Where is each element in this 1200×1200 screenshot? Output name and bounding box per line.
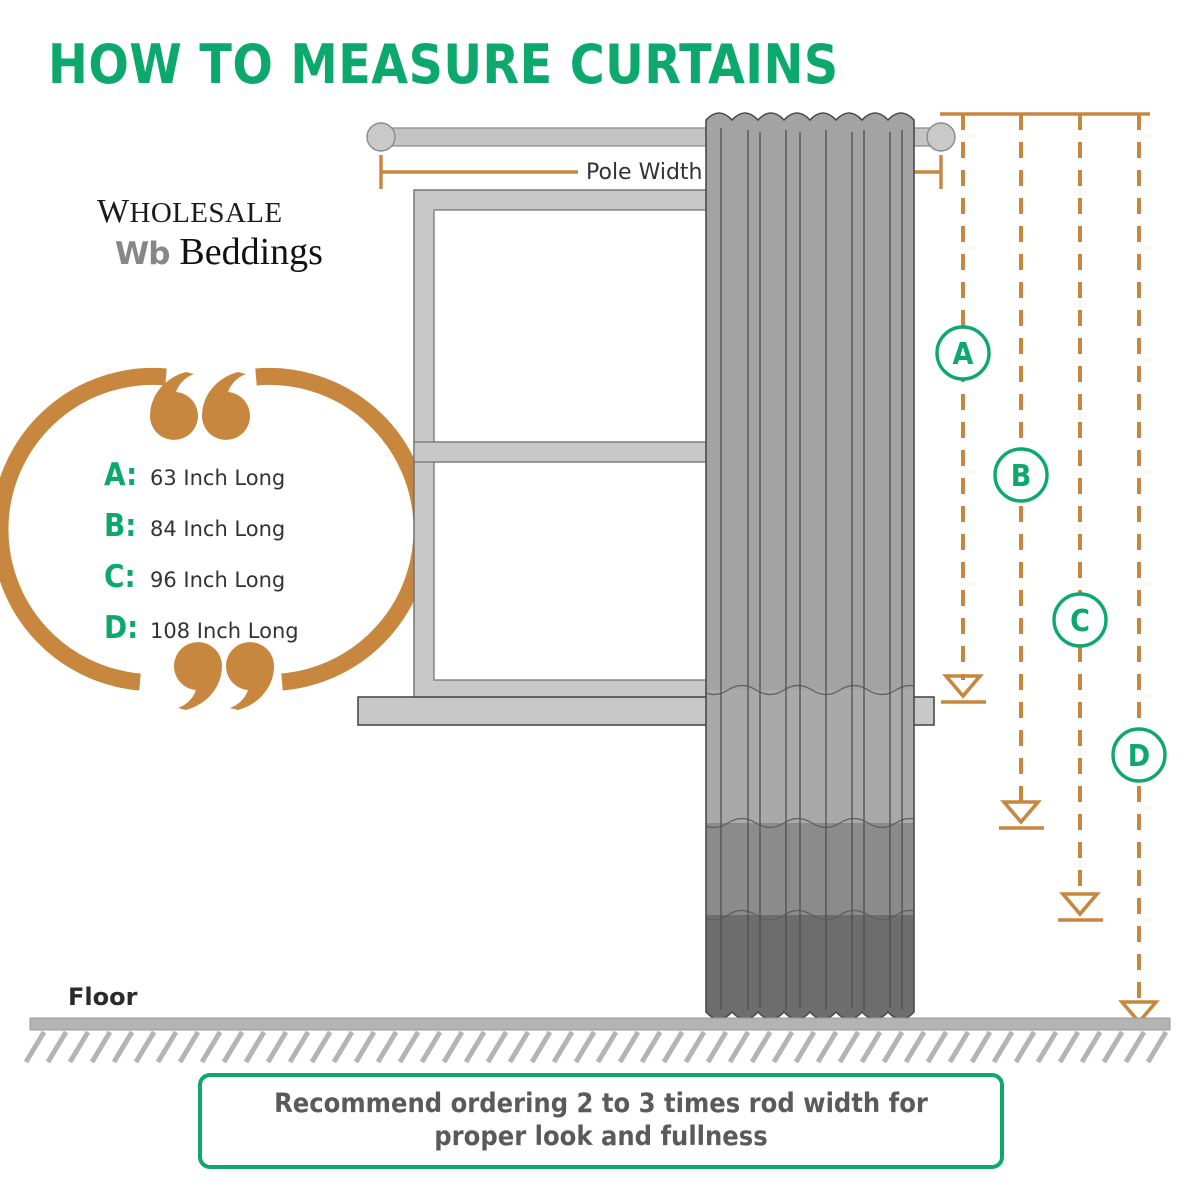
curtain-panel — [705, 112, 915, 1020]
legend-value-a: 63 Inch Long — [150, 466, 286, 490]
marker-circle-c — [1052, 592, 1108, 648]
legend-value-b: 84 Inch Long — [150, 517, 286, 541]
length-markers — [935, 325, 1167, 783]
pole-width-label-backdrop — [578, 158, 710, 188]
legend-item-a: A: 63 Inch Long — [104, 457, 354, 508]
logo-wholesale-rest: HOLESALE — [129, 197, 283, 229]
recommendation-callout: Recommend ordering 2 to 3 times rod widt… — [198, 1073, 1004, 1169]
logo-wholesale-initial: W — [97, 193, 130, 230]
floor-graphic — [23, 1017, 1171, 1064]
recommendation-text: Recommend ordering 2 to 3 times rod widt… — [260, 1088, 942, 1154]
dimension-line-a — [941, 114, 986, 704]
quote-open-icon — [150, 372, 250, 440]
page-title: HOW TO MEASURE CURTAINS — [48, 33, 839, 96]
legend-key-c: C: — [104, 559, 136, 595]
logo-beddings-text: Beddings — [179, 231, 323, 273]
dimension-line-c — [1058, 114, 1103, 922]
marker-circle-d — [1111, 727, 1167, 783]
rod-finial-right-icon — [926, 122, 956, 152]
legend-item-c: C: 96 Inch Long — [104, 559, 354, 610]
legend-item-b: B: 84 Inch Long — [104, 508, 354, 559]
legend-item-d: D: 108 Inch Long — [104, 610, 354, 661]
length-legend: A: 63 Inch Long B: 84 Inch Long C: 96 In… — [104, 457, 354, 661]
floor-label: Floor — [68, 983, 138, 1011]
logo-wb-mark: Wb — [115, 236, 170, 272]
recommendation-line-2: proper look and fullness — [434, 1121, 768, 1152]
pole-width-label: Pole Width — [586, 160, 703, 185]
legend-key-d: D: — [104, 610, 139, 646]
recommendation-line-1: Recommend ordering 2 to 3 times rod widt… — [274, 1088, 928, 1120]
quote-circle-decoration — [0, 367, 431, 710]
marker-circle-a — [935, 325, 991, 381]
rod-finial-left-icon — [366, 122, 396, 152]
logo-wholesale-text: WHOLESALE — [97, 195, 323, 229]
length-dimension-lines — [940, 112, 1162, 1030]
quote-close-icon — [174, 642, 274, 710]
legend-key-a: A: — [104, 457, 138, 493]
marker-circle-b — [993, 447, 1049, 503]
legend-value-d: 108 Inch Long — [150, 619, 299, 643]
dimension-line-d — [1117, 114, 1162, 1030]
legend-value-c: 96 Inch Long — [150, 568, 286, 592]
legend-key-b: B: — [104, 508, 137, 544]
